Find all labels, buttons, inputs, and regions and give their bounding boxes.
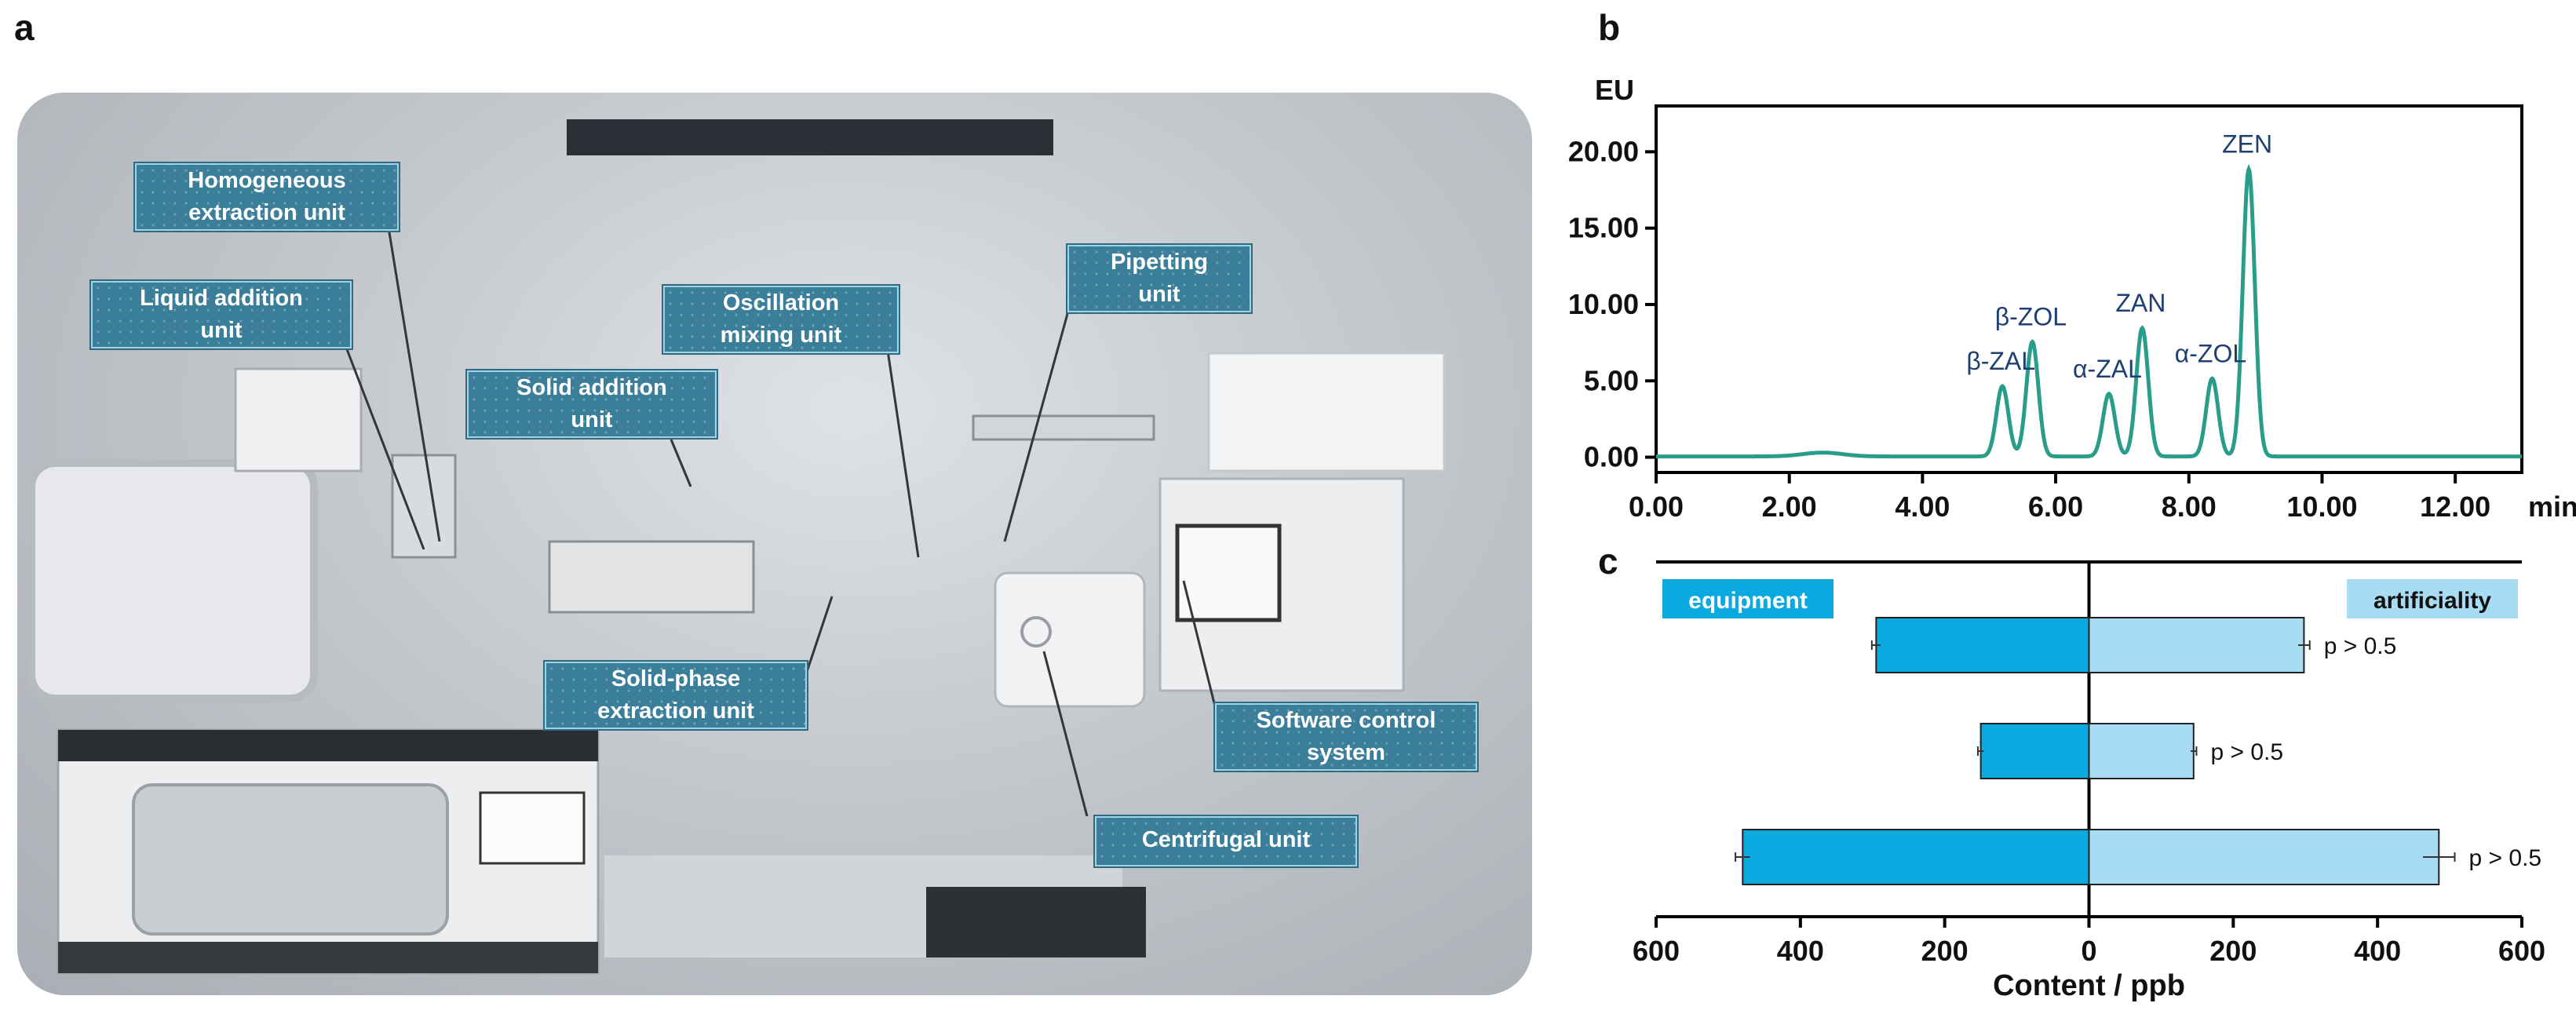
- pipetting-gantry: [972, 414, 1155, 441]
- x-tick-label: 10.00: [2286, 491, 2357, 523]
- x-tick-label: 200: [2209, 935, 2257, 967]
- x-tick-label: 0: [2081, 935, 2096, 967]
- y-tick-label: 20.00: [1568, 135, 1639, 167]
- legend-artificiality-label: artificiality: [2373, 588, 2491, 614]
- callout-line: Software control: [1256, 708, 1436, 733]
- x-tick-label: 2.00: [1762, 491, 1817, 523]
- callout-oscillation-mixing: Oscillation mixing unit: [663, 286, 899, 353]
- solid-addition-module: [234, 367, 363, 472]
- legend-equipment-label: equipment: [1688, 588, 1808, 614]
- panel-label-b: b: [1598, 7, 1621, 48]
- callout-line: unit: [1138, 282, 1180, 307]
- bar-equipment: [1979, 723, 2090, 779]
- chart-b-frame: [1655, 104, 2523, 474]
- callout-line: unit: [200, 318, 243, 343]
- callout-solid-addition: Solid addition unit: [467, 370, 717, 438]
- x-tick-label: 200: [1921, 935, 1968, 967]
- y-tick-label: 15.00: [1568, 212, 1639, 244]
- centrifuge-port: [1020, 616, 1052, 647]
- callout-line: Solid addition: [516, 375, 667, 400]
- x-axis-label: min: [2528, 491, 2576, 523]
- callout-line: Homogeneous: [188, 168, 346, 193]
- base-plate-dark: [926, 887, 1146, 957]
- x-tick-label: 600: [1633, 935, 1680, 967]
- bar-artificiality: [2088, 723, 2195, 779]
- instrument-illustration: [27, 119, 1446, 975]
- side-door-panel: [27, 459, 318, 702]
- legend-equipment-box: [1662, 579, 1833, 618]
- spe-rack: [548, 540, 755, 614]
- peak-label: β-ZAL: [1966, 347, 2035, 375]
- p-value-annotation: p > 0.5: [2210, 739, 2283, 765]
- y-tick-label: 10.00: [1568, 288, 1639, 320]
- panel-label-a: a: [14, 7, 35, 48]
- x-tick-label: 400: [2354, 935, 2401, 967]
- x-axis-label: Content / ppb: [1993, 969, 2185, 1002]
- callout-pipetting: Pipetting unit: [1067, 245, 1251, 312]
- callout-line: Centrifugal unit: [1141, 827, 1311, 852]
- x-tick-label: 600: [2498, 935, 2545, 967]
- y-tick-label: 5.00: [1584, 364, 1639, 396]
- peak-label: α-ZOL: [2175, 339, 2246, 367]
- bar-equipment: [1875, 617, 2090, 673]
- x-tick-label: 4.00: [1895, 491, 1950, 523]
- x-tick-label: 8.00: [2162, 491, 2217, 523]
- callout-line: extraction unit: [597, 698, 754, 724]
- extraction-module: [391, 454, 457, 559]
- cabinet-lid: [1207, 352, 1446, 472]
- callout-line: unit: [571, 407, 613, 432]
- instrument-base: [58, 942, 598, 973]
- peak-label: β-ZOL: [1995, 303, 2067, 331]
- chromatogram-trace: [1656, 163, 2522, 459]
- y-axis-label: EU: [1595, 74, 1634, 106]
- callout-line: extraction unit: [188, 200, 345, 225]
- callout-centrifugal: Centrifugal unit: [1095, 816, 1357, 866]
- bar-artificiality: [2088, 829, 2440, 885]
- leader-lines: [344, 227, 1217, 817]
- p-value-annotation: p > 0.5: [2469, 845, 2542, 871]
- centrifuge-box: [994, 571, 1146, 708]
- instrument-top-band: [58, 730, 598, 761]
- p-value-annotation: p > 0.5: [2324, 633, 2397, 659]
- callout-solid-phase-extraction: Solid-phase extraction unit: [545, 662, 807, 729]
- top-cover-panel: [567, 119, 1053, 155]
- instrument-window: [132, 783, 449, 936]
- callout-line: Liquid addition: [140, 286, 303, 311]
- x-tick-label: 6.00: [2028, 491, 2083, 523]
- x-tick-label: 12.00: [2420, 491, 2490, 523]
- y-tick-label: 0.00: [1584, 441, 1639, 473]
- legend-artificiality-box: [2347, 579, 2518, 618]
- bar-equipment: [1742, 829, 2090, 885]
- callout-line: Pipetting: [1110, 250, 1209, 275]
- peak-label: ZEN: [2222, 130, 2272, 159]
- peak-label: α-ZAL: [2073, 355, 2142, 383]
- x-tick-label: 400: [1777, 935, 1824, 967]
- bar-artificiality: [2088, 617, 2305, 673]
- cabinet-screen: [1175, 523, 1282, 622]
- instrument-screen: [479, 791, 586, 865]
- panel-label-c: c: [1598, 541, 1618, 582]
- x-tick-label: 0.00: [1629, 491, 1684, 523]
- peak-label: ZAN: [2115, 289, 2166, 317]
- callout-line: system: [1307, 740, 1385, 765]
- callout-line: Solid-phase: [611, 666, 741, 691]
- callout-homogeneous-extraction: Homogeneous extraction unit: [135, 163, 399, 231]
- callout-liquid-addition: Liquid addition unit: [91, 281, 352, 348]
- callout-line: Oscillation: [722, 290, 840, 316]
- callout-line: mixing unit: [720, 323, 842, 348]
- callout-software-control: Software control system: [1215, 703, 1477, 771]
